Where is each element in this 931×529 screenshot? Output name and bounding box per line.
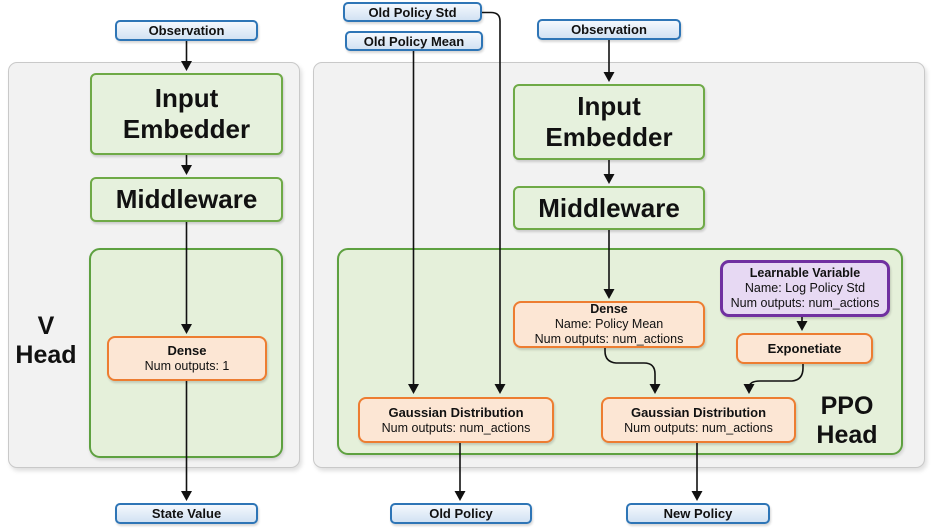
ppo-head-title-line2: Head bbox=[816, 421, 878, 449]
gaussian-distribution-old-box: Gaussian Distribution Num outputs: num_a… bbox=[358, 397, 554, 443]
dense-policy-mean-name: Name: Policy Mean bbox=[554, 317, 664, 331]
dense-policy-mean-box: Dense Name: Policy Mean Num outputs: num… bbox=[513, 301, 705, 348]
observation-input-right: Observation bbox=[537, 19, 681, 40]
old-policy-mean-input-label: Old Policy Mean bbox=[363, 33, 465, 49]
gaussian-distribution-new-box: Gaussian Distribution Num outputs: num_a… bbox=[601, 397, 796, 443]
v-head-title-line2: Head bbox=[15, 341, 77, 369]
learnable-variable-name: Name: Log Policy Std bbox=[744, 281, 866, 295]
gaussian-old-title: Gaussian Distribution bbox=[388, 404, 524, 420]
gaussian-new-title: Gaussian Distribution bbox=[630, 404, 767, 420]
state-value-output-label: State Value bbox=[151, 506, 222, 521]
old-policy-mean-input: Old Policy Mean bbox=[345, 31, 483, 51]
middleware-left-box: Middleware bbox=[90, 177, 283, 222]
middleware-left-label: Middleware bbox=[115, 184, 258, 214]
learnable-variable-outputs: Num outputs: num_actions bbox=[730, 296, 880, 310]
observation-input-right-label: Observation bbox=[571, 22, 647, 37]
observation-input-left: Observation bbox=[115, 20, 258, 41]
gaussian-old-outputs: Num outputs: num_actions bbox=[381, 420, 531, 435]
old-policy-output: Old Policy bbox=[390, 503, 532, 524]
ppo-head-title-line1: PPO bbox=[820, 392, 874, 420]
ppo-head-title: PPO Head bbox=[806, 392, 888, 450]
dense-v-box: Dense Num outputs: 1 bbox=[107, 336, 267, 381]
input-embedder-left-box: Input Embedder bbox=[90, 73, 283, 155]
learnable-variable-title: Learnable Variable bbox=[749, 266, 861, 280]
exponetiate-label: Exponetiate bbox=[767, 340, 842, 356]
exponetiate-box: Exponetiate bbox=[736, 333, 873, 364]
state-value-output: State Value bbox=[115, 503, 258, 524]
input-embedder-right-label: Input Embedder bbox=[545, 91, 673, 152]
dense-v-outputs: Num outputs: 1 bbox=[144, 359, 230, 373]
middleware-right-label: Middleware bbox=[538, 192, 680, 223]
middleware-right-box: Middleware bbox=[513, 186, 705, 230]
new-policy-output: New Policy bbox=[626, 503, 770, 524]
dense-policy-mean-outputs: Num outputs: num_actions bbox=[534, 332, 684, 346]
observation-input-left-label: Observation bbox=[148, 23, 225, 38]
v-head-title-line1: V bbox=[37, 312, 55, 340]
dense-policy-mean-title: Dense bbox=[590, 302, 628, 316]
v-head-title: V Head bbox=[9, 312, 83, 370]
learnable-variable-box: Learnable Variable Name: Log Policy Std … bbox=[720, 260, 890, 317]
new-policy-output-label: New Policy bbox=[663, 506, 733, 521]
old-policy-output-label: Old Policy bbox=[429, 506, 493, 521]
input-embedder-right-box: Input Embedder bbox=[513, 84, 705, 160]
old-policy-std-input-label: Old Policy Std bbox=[368, 4, 457, 20]
dense-v-title: Dense bbox=[167, 343, 207, 358]
old-policy-std-input: Old Policy Std bbox=[343, 2, 482, 22]
gaussian-new-outputs: Num outputs: num_actions bbox=[624, 420, 773, 435]
input-embedder-left-label: Input Embedder bbox=[122, 83, 251, 144]
